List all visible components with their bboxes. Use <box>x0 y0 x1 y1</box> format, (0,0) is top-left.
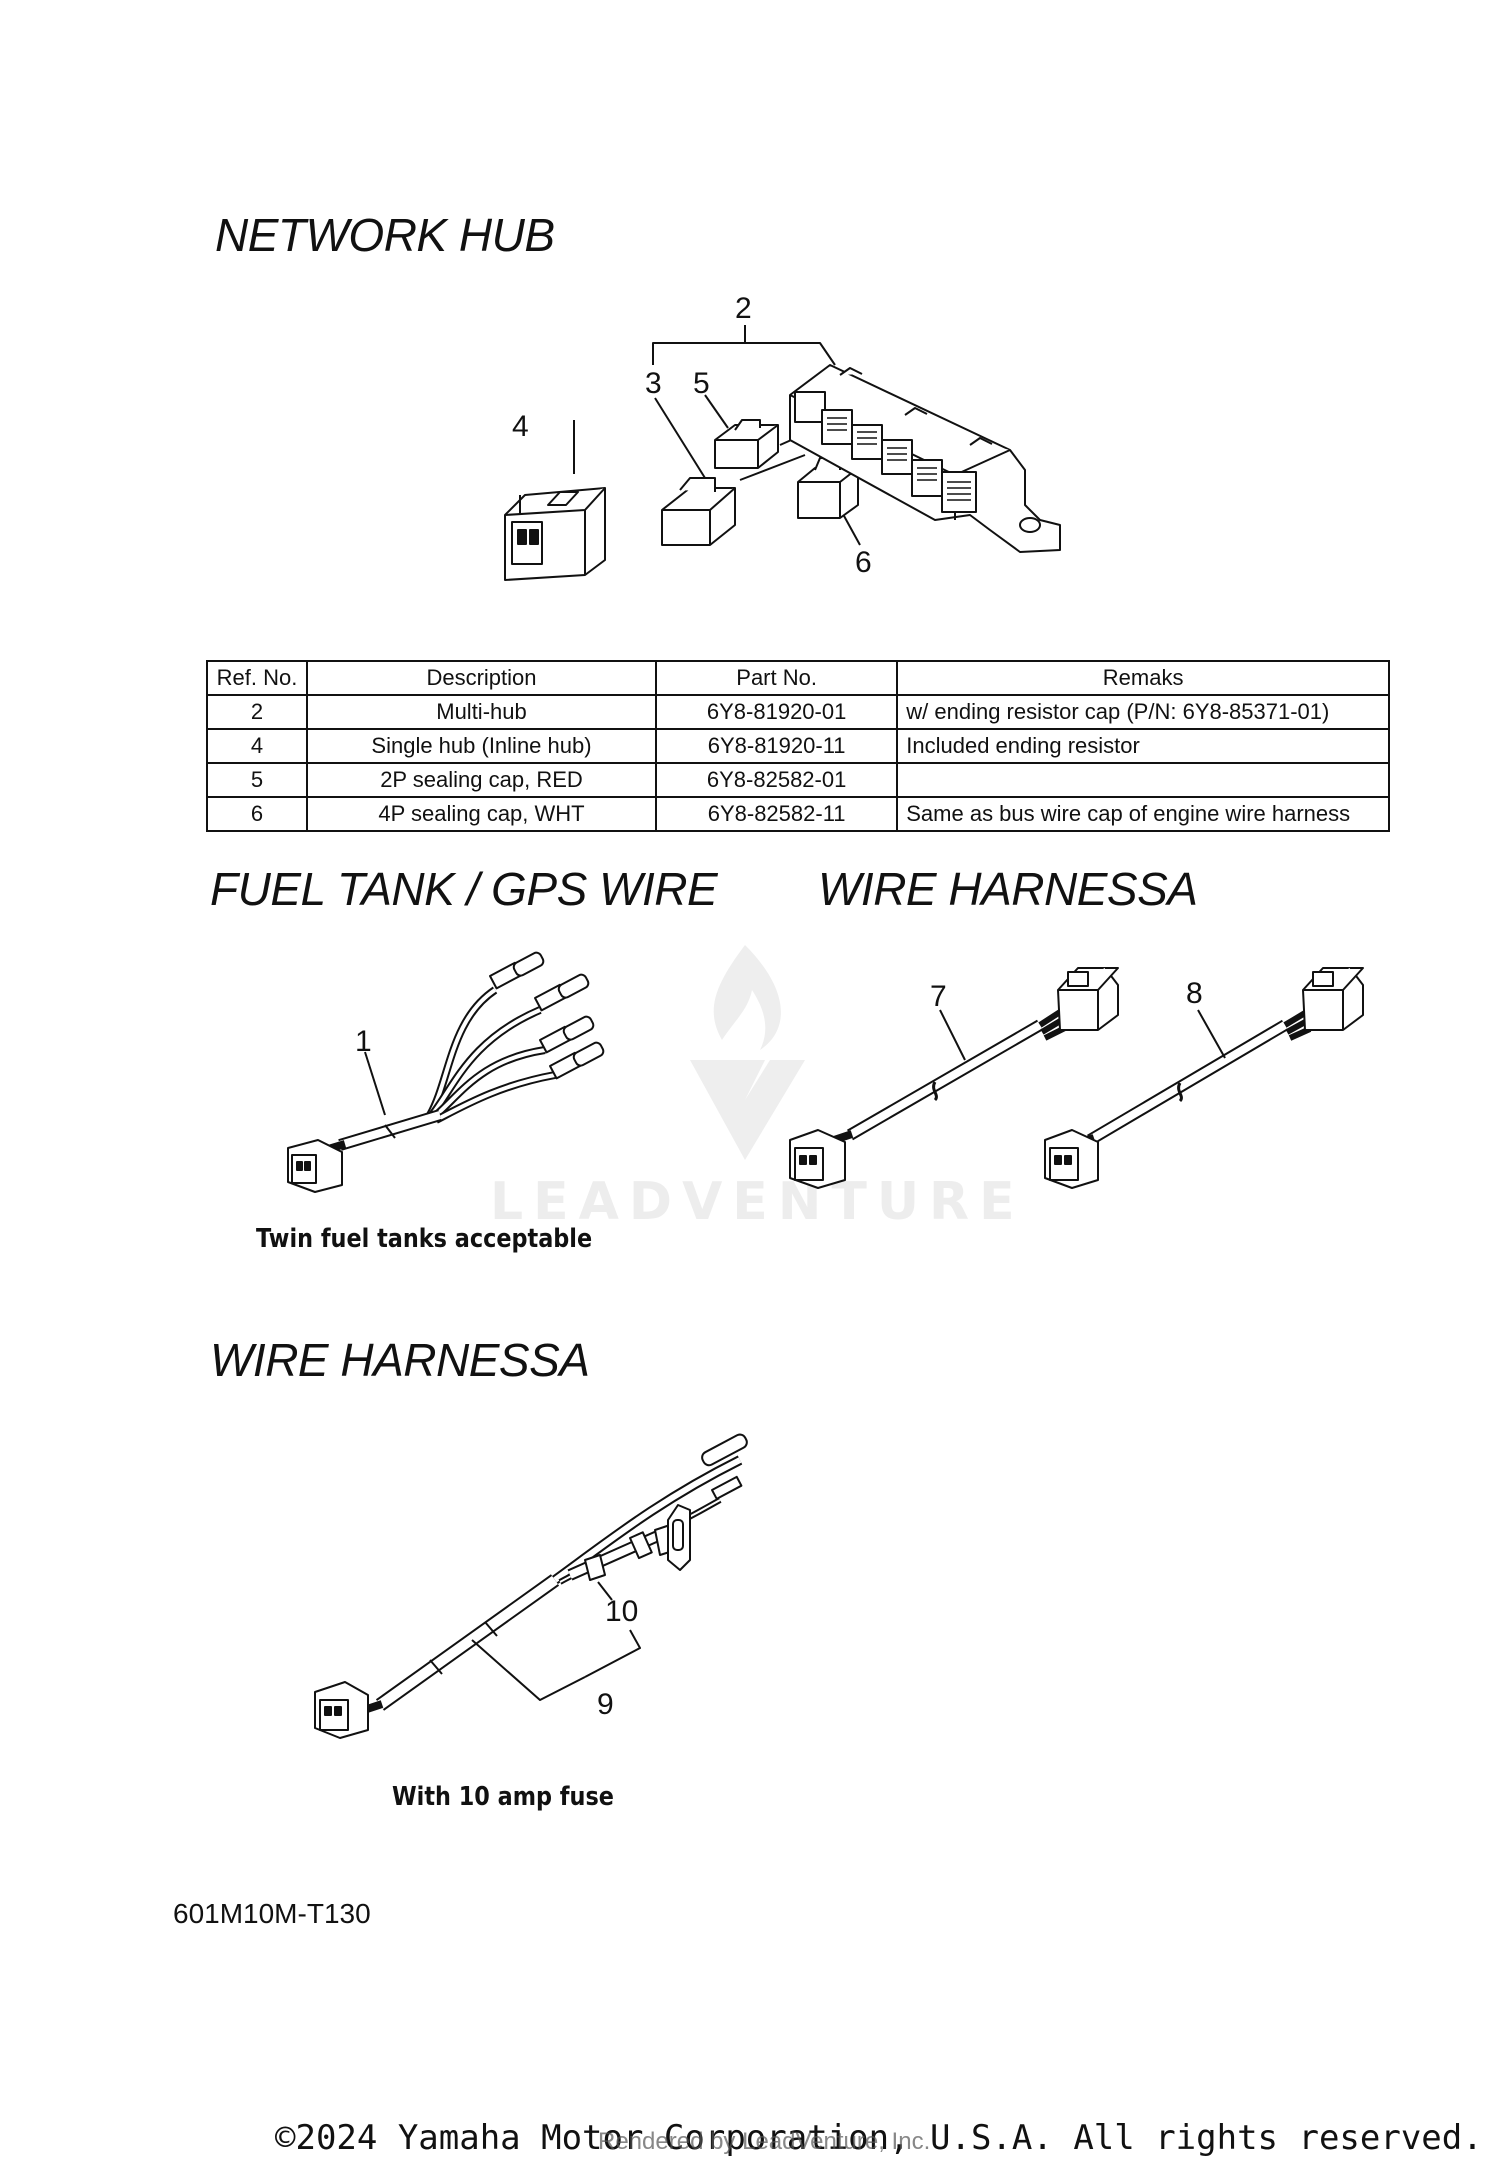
ref-label-1: 1 <box>355 1025 372 1058</box>
cell-description: 2P sealing cap, RED <box>305 762 658 798</box>
caption-fuse: With 10 amp fuse <box>392 1782 614 1812</box>
ref-label-7: 7 <box>930 980 947 1013</box>
ref-label-2: 2 <box>735 292 752 325</box>
cell-part-no: 6Y8-81920-01 <box>654 694 899 730</box>
fuel-tank-gps-title: FUEL TANK / GPS WIRE <box>210 863 718 915</box>
watermark-text: LEADVENTURE <box>490 1172 1025 1232</box>
ref-label-4: 4 <box>512 410 529 443</box>
cell-description: 4P sealing cap, WHT <box>305 796 658 832</box>
header-description: Description <box>305 660 658 696</box>
ref-label-3: 3 <box>645 367 662 400</box>
table-row: 4 Single hub (Inline hub) 6Y8-81920-11 I… <box>206 728 1390 764</box>
header-remarks: Remaks <box>896 660 1390 696</box>
ref-label-9: 9 <box>597 1688 614 1721</box>
header-part-no: Part No. <box>654 660 899 696</box>
cell-description: Single hub (Inline hub) <box>305 728 658 764</box>
cell-ref-no: 2 <box>206 694 308 730</box>
cell-part-no: 6Y8-82582-01 <box>654 762 899 798</box>
cell-remarks: w/ ending resistor cap (P/N: 6Y8-85371-0… <box>896 694 1390 730</box>
table-row: 5 2P sealing cap, RED 6Y8-82582-01 <box>206 762 1390 798</box>
cell-ref-no: 5 <box>206 762 308 798</box>
ref-label-5: 5 <box>693 367 710 400</box>
parts-table: Ref. No. Description Part No. Remaks 2 M… <box>206 660 1390 832</box>
ref-label-8: 8 <box>1186 977 1203 1010</box>
wire-harness-title-bottom: WIRE HARNESSA <box>210 1334 590 1386</box>
table-header-row: Ref. No. Description Part No. Remaks <box>206 660 1390 696</box>
cell-part-no: 6Y8-81920-11 <box>654 728 899 764</box>
diagram-code: 601M10M-T130 <box>173 1898 371 1929</box>
copyright-footer: ©2024 Yamaha Motor Corporation, U.S.A. A… <box>275 2118 1483 2158</box>
ref-label-10: 10 <box>605 1595 639 1628</box>
cell-description: Multi-hub <box>305 694 658 730</box>
fuse-holder <box>585 1555 605 1580</box>
cell-part-no: 6Y8-82582-11 <box>654 796 899 832</box>
cell-remarks: Same as bus wire cap of engine wire harn… <box>896 796 1390 832</box>
rendered-by-note: Rendered by LeadVenture, Inc. <box>598 2128 931 2155</box>
cell-ref-no: 4 <box>206 728 308 764</box>
cell-remarks <box>896 762 1390 798</box>
caption-twin-fuel: Twin fuel tanks acceptable <box>256 1224 593 1254</box>
network-hub-title: NETWORK HUB <box>215 209 555 261</box>
wire-harness-title-top: WIRE HARNESSA <box>818 863 1198 915</box>
table-row: 2 Multi-hub 6Y8-81920-01 w/ ending resis… <box>206 694 1390 730</box>
header-ref-no: Ref. No. <box>206 660 308 696</box>
ref-label-6: 6 <box>855 546 872 579</box>
cell-ref-no: 6 <box>206 796 308 832</box>
cell-remarks: Included ending resistor <box>896 728 1390 764</box>
table-row: 6 4P sealing cap, WHT 6Y8-82582-11 Same … <box>206 796 1390 832</box>
